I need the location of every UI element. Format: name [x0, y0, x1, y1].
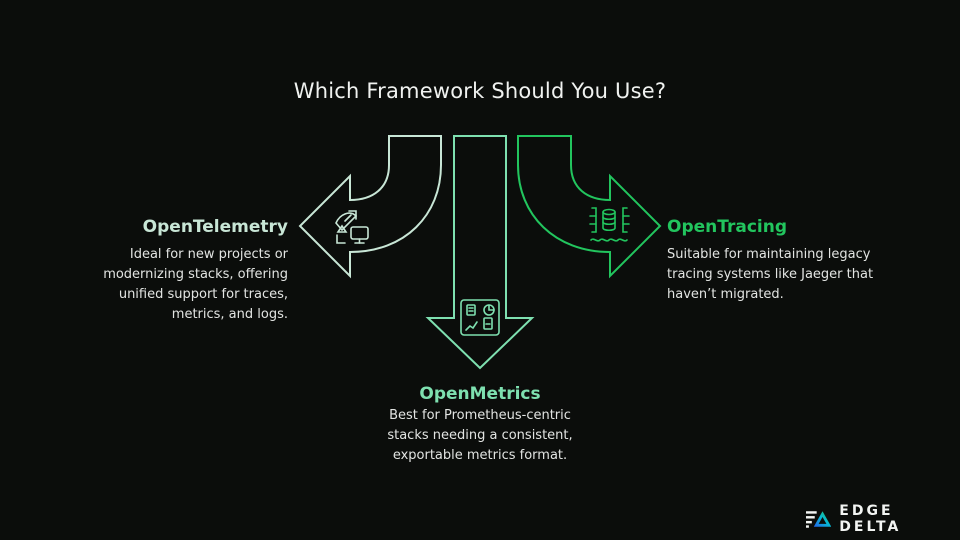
- openmetrics-description: Best for Prometheus-centric stacks needi…: [360, 406, 600, 466]
- metrics-dashboard-icon: [460, 299, 500, 336]
- right-arrow-opentracing: [517, 135, 662, 279]
- down-arrow-openmetrics: [425, 135, 535, 370]
- opentracing-description: Suitable for maintaining legacy tracing …: [667, 245, 907, 305]
- description-line: Ideal for new projects or: [129, 247, 288, 262]
- description-line: metrics, and logs.: [171, 307, 288, 322]
- satellite-monitor-icon: [335, 210, 369, 244]
- description-line: Suitable for maintaining legacy: [667, 247, 871, 262]
- description-line: modernizing stacks, offering: [103, 267, 288, 282]
- opentracing-heading: OpenTracing: [667, 217, 788, 237]
- opentelemetry-heading: OpenTelemetry: [142, 217, 288, 237]
- opentracing-block: OpenTracing Suitable for maintaining leg…: [667, 217, 907, 305]
- edge-delta-logo: EDGE DELTA: [806, 503, 960, 535]
- description-line: Best for Prometheus-centric: [389, 408, 571, 423]
- description-line: unified support for traces,: [118, 287, 288, 302]
- edge-delta-logo-icon: [806, 511, 832, 528]
- description-line: haven’t migrated.: [667, 287, 784, 302]
- opentelemetry-block: OpenTelemetry Ideal for new projects or …: [70, 217, 288, 325]
- opentelemetry-description: Ideal for new projects or modernizing st…: [70, 245, 288, 325]
- description-line: tracing systems like Jaeger that: [667, 267, 874, 282]
- openmetrics-block: OpenMetrics Best for Prometheus-centric …: [360, 384, 600, 466]
- left-arrow-opentelemetry: [298, 135, 442, 279]
- openmetrics-heading: OpenMetrics: [419, 384, 541, 404]
- page-title: Which Framework Should You Use?: [293, 79, 667, 103]
- description-line: stacks needing a consistent,: [387, 428, 573, 443]
- database-tracing-icon: [589, 207, 630, 242]
- edge-delta-logo-text: EDGE DELTA: [839, 503, 902, 535]
- description-line: exportable metrics format.: [392, 448, 568, 463]
